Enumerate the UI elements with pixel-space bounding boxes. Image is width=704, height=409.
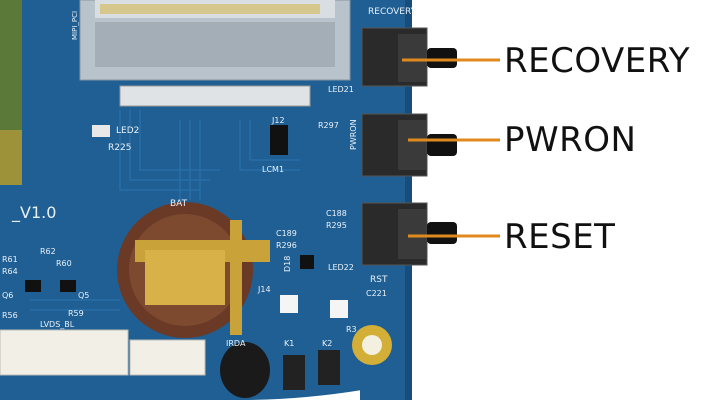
tact-switch-reset	[361, 202, 457, 266]
silk-pwron: PWRON	[349, 119, 358, 150]
silk-j14: J14	[257, 285, 271, 294]
silk-lvds: LVDS_BL	[40, 320, 75, 329]
white-connector-2	[129, 339, 206, 376]
silk-r297: R297	[318, 121, 339, 130]
silk-j12: J12	[271, 116, 285, 125]
silk-irda: IRDA	[226, 339, 246, 348]
silk-k2: K2	[322, 339, 332, 348]
silk-k1: K1	[284, 339, 294, 348]
silk-version: _V1.0	[11, 203, 56, 223]
coin-battery-holder	[117, 202, 270, 338]
silk-recovery: RECOVERY	[368, 7, 417, 17]
silk-led2: LED2	[116, 126, 139, 136]
silk-lcm1: LCM1	[262, 165, 284, 174]
silk-r296: R296	[276, 241, 297, 250]
silk-r225: R225	[108, 143, 131, 153]
silk-c189: C189	[276, 229, 297, 238]
callout-recovery: RECOVERY	[504, 41, 690, 81]
silk-c221: C221	[366, 289, 387, 298]
silk-q6: Q6	[2, 291, 13, 300]
small-button-k1	[283, 355, 305, 390]
silk-bat: BAT	[170, 199, 188, 209]
silk-r3: R3	[346, 325, 357, 334]
silk-r59: R59	[68, 309, 84, 318]
callout-reset: RESET	[504, 217, 616, 257]
silk-mipi: MIPI_PCI	[71, 11, 79, 40]
silk-led22: LED22	[328, 263, 354, 272]
white-connector-1	[0, 329, 129, 376]
silk-rst: RST	[370, 275, 388, 285]
tact-switch-pwron	[361, 113, 457, 177]
silk-r56: R56	[2, 311, 18, 320]
silk-r295: R295	[326, 221, 347, 230]
small-button-k2	[318, 350, 340, 385]
callout-pwron: PWRON	[504, 120, 637, 160]
silk-led21: LED21	[328, 85, 354, 94]
irda-sensor	[220, 342, 270, 398]
silk-r60: R60	[56, 259, 72, 268]
silk-r61: R61	[2, 255, 18, 264]
silk-d18: D18	[283, 256, 292, 272]
silk-r62: R62	[40, 247, 56, 256]
silk-q5: Q5	[78, 291, 89, 300]
tact-switch-recovery	[361, 27, 457, 87]
silk-r64: R64	[2, 267, 18, 276]
silk-c188: C188	[326, 209, 347, 218]
